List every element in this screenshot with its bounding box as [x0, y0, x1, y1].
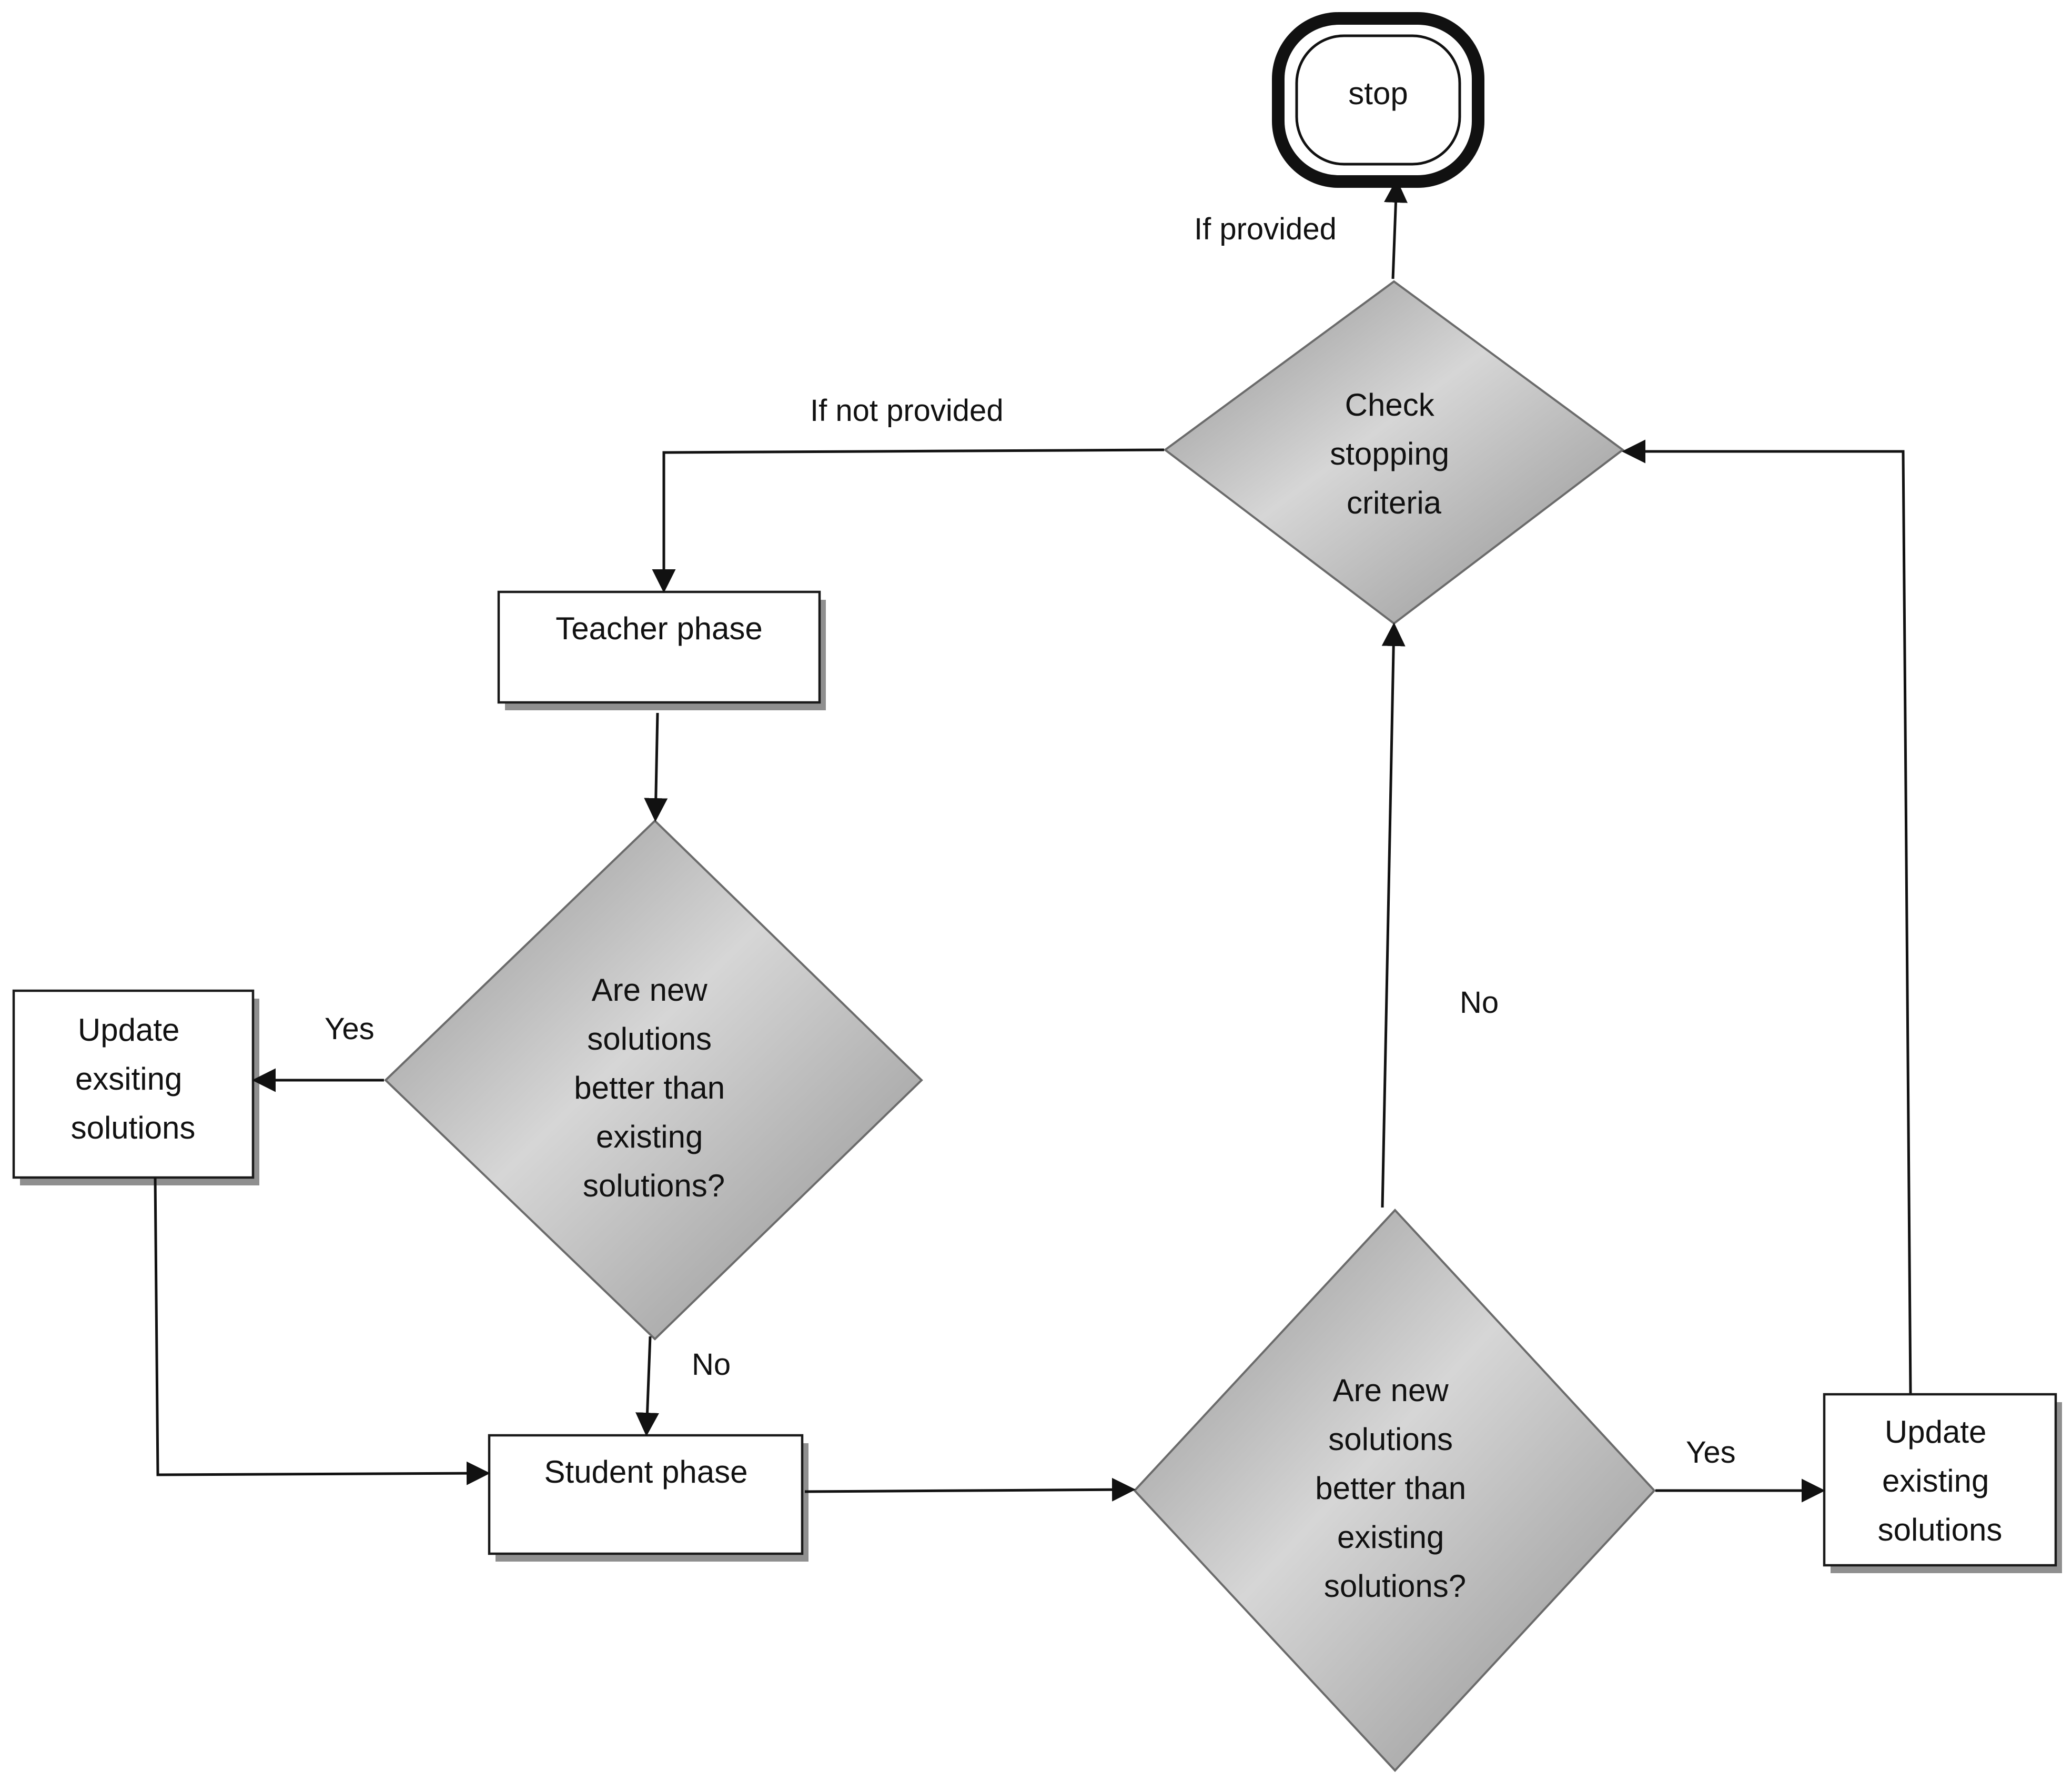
connector-student-to-decision — [804, 1477, 1136, 1502]
update-right-label: Update existing solutions — [1878, 1414, 2003, 1547]
stop-label: stop — [1348, 76, 1408, 111]
edge-label-teacher-no: No — [692, 1347, 731, 1382]
student-phase-node: Student phase — [488, 1434, 808, 1562]
connector-teacher-to-decision — [644, 712, 668, 822]
teacher-decision-line-5: solutions? — [583, 1168, 725, 1203]
student-decision-label: Are new solutions better than existing s… — [1315, 1373, 1475, 1604]
connector-student-decision-to-check — [1381, 622, 1406, 1208]
update-left-label: Update exsiting solutions — [71, 1012, 196, 1145]
teacher-phase-label: Teacher phase — [555, 611, 763, 646]
edge-label-student-yes: Yes — [1686, 1435, 1736, 1470]
teacher-decision-line-1: Are new — [592, 972, 708, 1008]
update-right-line-3: solutions — [1878, 1512, 2003, 1547]
stop-node: stop — [1272, 12, 1484, 188]
teacher-decision-line-3: better than — [574, 1070, 725, 1105]
connector-check-to-teacher — [652, 448, 1165, 593]
update-right-line-1: Update — [1885, 1414, 1986, 1450]
teacher-phase-node: Teacher phase — [497, 590, 826, 710]
teacher-decision-line-4: existing — [596, 1119, 703, 1154]
student-decision-line-1: Are new — [1333, 1373, 1449, 1408]
connector-check-to-stop — [1384, 179, 1408, 279]
student-decision-line-2: solutions — [1328, 1422, 1453, 1457]
check-stopping-criteria-line-3: criteria — [1347, 485, 1442, 520]
update-left-node: Update exsiting solutions — [12, 989, 259, 1185]
edge-label-student-no: No — [1460, 985, 1499, 1020]
student-decision-line-5: solutions? — [1324, 1568, 1466, 1604]
update-left-line-2: exsiting — [75, 1061, 182, 1096]
connector-decision-to-student — [635, 1336, 659, 1436]
check-stopping-criteria-line-1: Check — [1345, 387, 1435, 422]
update-left-line-1: Update — [78, 1012, 179, 1048]
check-stopping-criteria-line-2: stopping — [1330, 436, 1449, 471]
connector-update-right-to-check — [1622, 439, 1912, 1394]
student-decision-line-3: better than — [1315, 1471, 1466, 1506]
edge-label-if-provided: If provided — [1194, 212, 1337, 246]
update-right-line-2: existing — [1882, 1463, 1989, 1498]
check-stopping-criteria-decision: Check stopping criteria — [1163, 280, 1625, 625]
student-decision-line-4: existing — [1337, 1520, 1444, 1555]
teacher-decision: Are new solutions better than existing s… — [384, 819, 923, 1341]
student-phase-label: Student phase — [544, 1454, 748, 1490]
edge-label-if-not-provided: If not provided — [810, 394, 1004, 428]
update-left-line-3: solutions — [71, 1110, 196, 1145]
check-stopping-criteria-label: Check stopping criteria — [1330, 387, 1458, 520]
teacher-decision-line-2: solutions — [587, 1021, 712, 1056]
teacher-decision-label: Are new solutions better than existing s… — [574, 972, 734, 1203]
connector-update-left-to-student — [154, 1177, 490, 1485]
student-decision: Are new solutions better than existing s… — [1133, 1209, 1656, 1772]
update-right-node: Update existing solutions — [1823, 1393, 2062, 1573]
edge-label-teacher-yes: Yes — [325, 1012, 375, 1046]
